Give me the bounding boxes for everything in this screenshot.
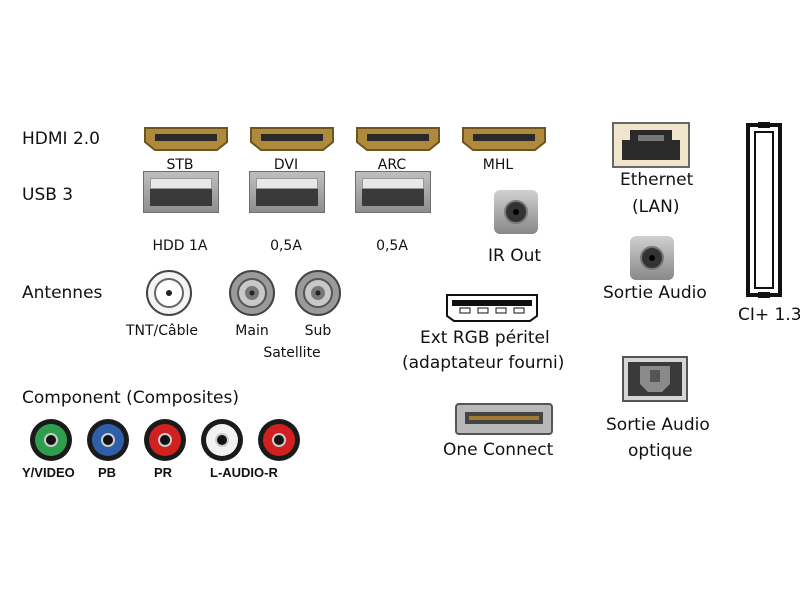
hdmi-port-dvi: [250, 127, 334, 151]
ir-out-jack: [494, 190, 538, 234]
usb-label-hdd: HDD 1A: [152, 238, 208, 254]
optical-audio-port: [622, 356, 688, 402]
rca-blue-port: [87, 419, 129, 461]
antenna-tnt-label: TNT/Câble: [125, 323, 199, 339]
rca-white-port: [201, 419, 243, 461]
component-label-yvideo: Y/VIDEO: [22, 465, 75, 480]
usb-label-3: 0,5A: [376, 238, 408, 254]
component-label-pr: PR: [154, 465, 173, 480]
hdmi-port-mhl: [462, 127, 546, 151]
usb-port-2: [249, 171, 325, 213]
antenna-main-port: [229, 270, 275, 316]
hdmi-port-stb: [144, 127, 228, 151]
usb-port-3: [355, 171, 431, 213]
ethernet-label-1: Ethernet: [620, 170, 694, 190]
antenna-satellite-label: Satellite: [263, 345, 321, 361]
component-label-pb: PB: [98, 465, 117, 480]
hdmi-row-label: HDMI 2.0: [22, 129, 100, 149]
ext-rgb-connector: [446, 294, 538, 322]
usb-row-label: USB 3: [22, 185, 74, 205]
antenna-sub-label: Sub: [304, 323, 332, 339]
ext-rgb-label-2: (adaptateur fourni): [402, 353, 565, 373]
rca-green-port: [30, 419, 72, 461]
component-row-label: Component (Composites): [22, 388, 239, 408]
ext-rgb-label-1: Ext RGB péritel: [420, 328, 550, 348]
rca-red-port: [144, 419, 186, 461]
optical-label-1: Sortie Audio: [606, 415, 710, 435]
hdmi-port-arc: [356, 127, 440, 151]
hdmi-label-stb: STB: [166, 157, 194, 173]
antenna-sub-port: [295, 270, 341, 316]
rca-red-audio-port: [258, 419, 300, 461]
antenna-tnt-port: [146, 270, 192, 316]
hdmi-label-dvi: DVI: [273, 157, 299, 173]
optical-label-2: optique: [628, 441, 693, 461]
ci-slot: [746, 122, 782, 298]
ci-label: CI+ 1.3: [738, 305, 800, 325]
ethernet-label-2: (LAN): [632, 197, 680, 217]
antenna-main-label: Main: [235, 323, 269, 339]
usb-label-2: 0,5A: [270, 238, 302, 254]
audio-out-jack: [630, 236, 674, 280]
hdmi-label-mhl: MHL: [482, 157, 514, 173]
ir-out-label: IR Out: [488, 246, 542, 266]
ethernet-port: [612, 122, 690, 168]
one-connect-port: [455, 403, 553, 435]
component-label-audio: L-AUDIO-R: [210, 465, 278, 480]
usb-port-1: [143, 171, 219, 213]
one-connect-label: One Connect: [443, 440, 554, 460]
hdmi-label-arc: ARC: [377, 157, 407, 173]
audio-out-label: Sortie Audio: [603, 283, 707, 303]
antennes-row-label: Antennes: [22, 283, 103, 303]
